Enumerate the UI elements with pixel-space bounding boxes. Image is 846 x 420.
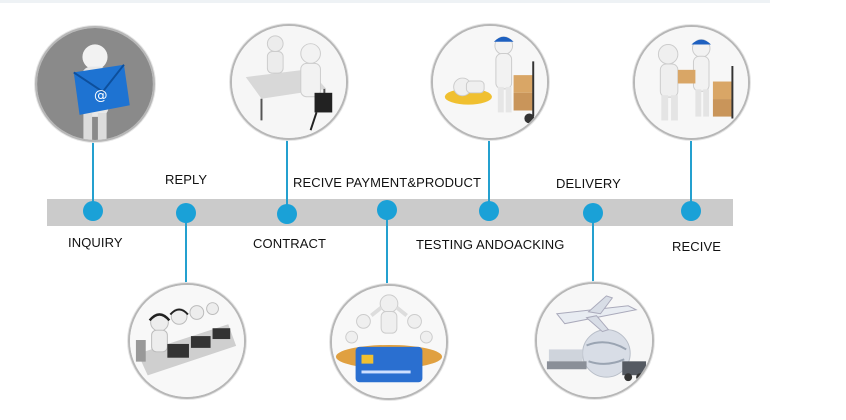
parcel-handover-icon xyxy=(635,27,748,138)
step-image-recive xyxy=(633,25,750,140)
step-image-testing xyxy=(431,24,549,140)
timeline-dot-reply xyxy=(176,203,196,223)
timeline-dot-testing xyxy=(479,201,499,221)
svg-text:@: @ xyxy=(94,87,107,103)
step-image-reply xyxy=(128,283,246,399)
credit-card-crowd-icon xyxy=(332,286,446,398)
step-image-contract xyxy=(230,24,348,140)
call-center-icon xyxy=(130,285,244,397)
airplane-globe-icon xyxy=(537,284,652,397)
step-image-delivery xyxy=(535,282,654,399)
timeline-dot-recive xyxy=(681,201,701,221)
timeline-dot-delivery xyxy=(583,203,603,223)
timeline-dot-payment xyxy=(377,200,397,220)
step-label-payment: RECIVE PAYMENT&PRODUCT xyxy=(293,175,482,190)
connector-inquiry xyxy=(92,138,94,211)
timeline-dot-contract xyxy=(277,204,297,224)
envelope-person-icon: @ xyxy=(37,28,153,140)
step-label-testing: TESTING ANDOACKING xyxy=(416,237,565,252)
connector-contract xyxy=(286,138,288,214)
step-label-inquiry: INQUIRY xyxy=(68,235,123,250)
connector-delivery xyxy=(592,213,594,283)
connector-payment xyxy=(386,211,388,284)
step-label-delivery: DELIVERY xyxy=(556,176,621,191)
top-edge xyxy=(0,0,846,3)
connector-testing xyxy=(488,137,490,211)
timeline-dot-inquiry xyxy=(83,201,103,221)
step-image-inquiry: @ xyxy=(35,26,155,142)
right-margin xyxy=(770,0,846,420)
step-label-recive: RECIVE xyxy=(672,239,722,254)
step-image-payment xyxy=(330,284,448,400)
worker-hand-truck-icon xyxy=(433,26,547,138)
connector-recive xyxy=(690,136,692,211)
connector-reply xyxy=(185,213,187,285)
meeting-table-icon xyxy=(232,26,346,138)
step-label-contract: CONTRACT xyxy=(253,236,327,251)
step-label-reply: REPLY xyxy=(165,172,208,187)
